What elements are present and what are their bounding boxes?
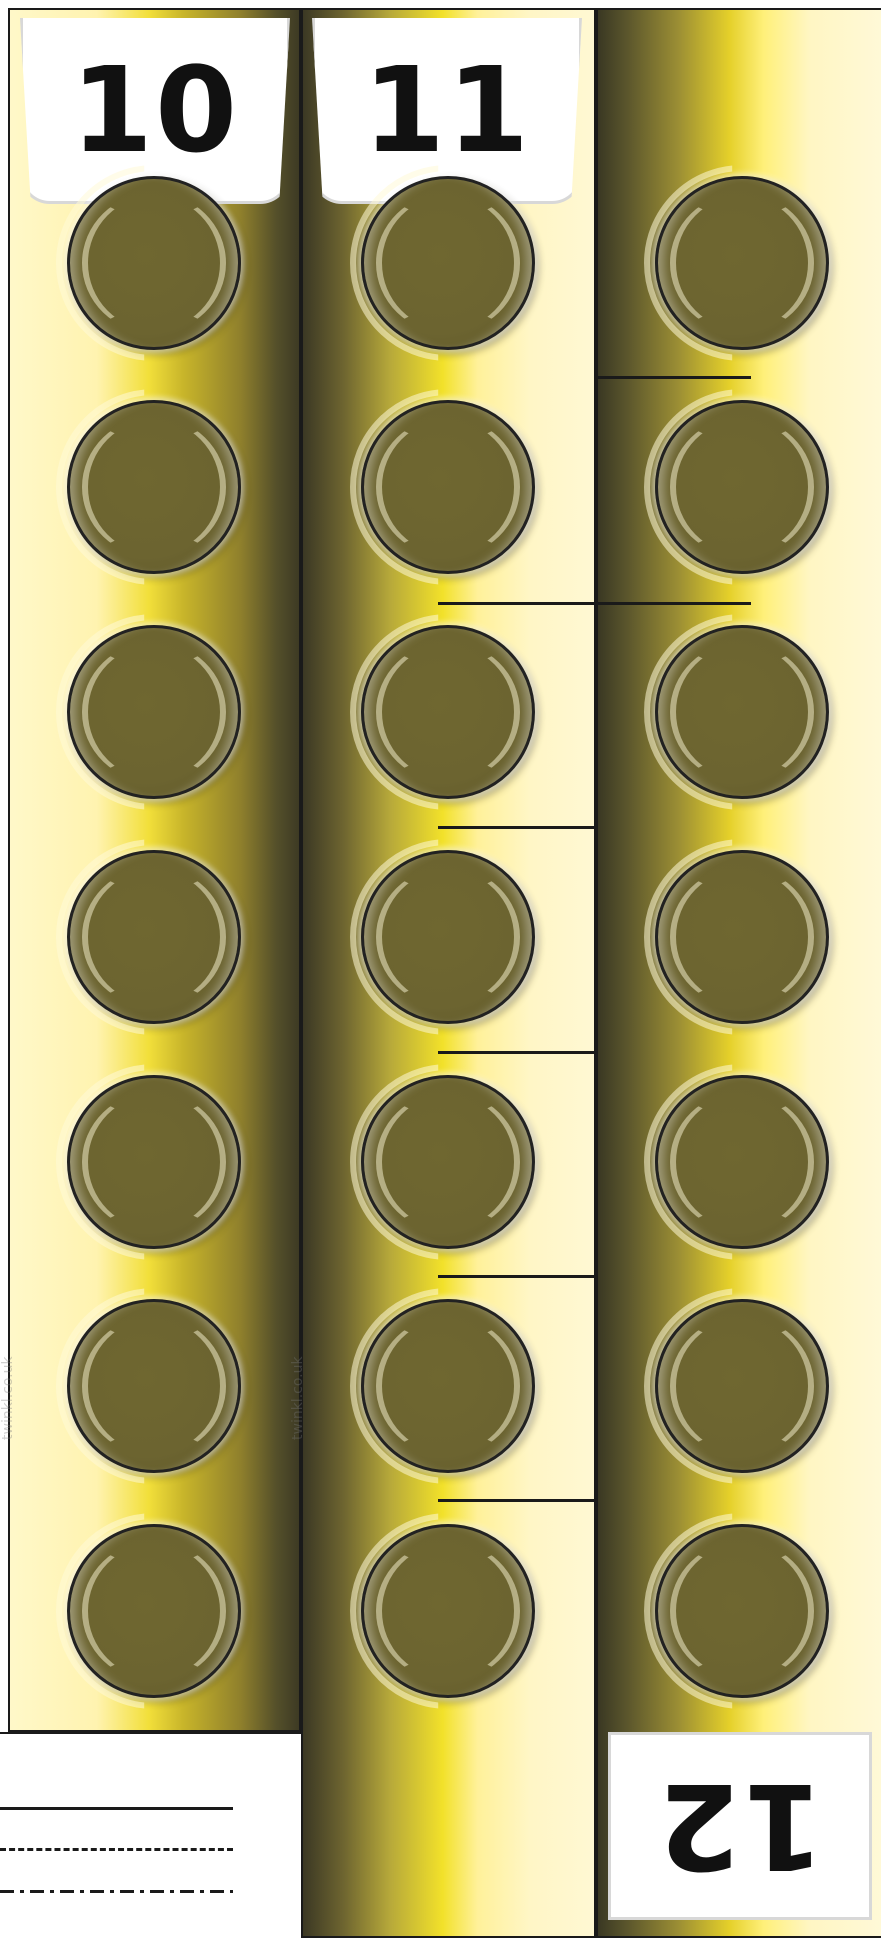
stud-col10-5 xyxy=(67,1075,241,1249)
stud-col12-3 xyxy=(655,625,829,799)
legend-solid-line xyxy=(0,1807,233,1810)
stud-col11-6 xyxy=(361,1299,535,1473)
cut-line-col11-5 xyxy=(438,1499,596,1502)
number-cap-12: 12 xyxy=(608,1732,872,1920)
cut-line-col11-4 xyxy=(438,1275,596,1278)
stud-col11-2 xyxy=(361,400,535,574)
stud-col11-3 xyxy=(361,625,535,799)
stud-col10-7 xyxy=(67,1524,241,1698)
number-label-10: 10 xyxy=(71,51,239,169)
stud-col11-4 xyxy=(361,850,535,1024)
cut-line-col11-12 xyxy=(438,602,751,605)
stud-col10-4 xyxy=(67,850,241,1024)
stud-col12-4 xyxy=(655,850,829,1024)
stud-col12-2 xyxy=(655,400,829,574)
line-style-legend xyxy=(0,1732,301,1928)
watermark-middle: twinkl.co.uk xyxy=(290,1356,306,1440)
legend-dashed-line xyxy=(0,1848,233,1851)
stud-col11-5 xyxy=(361,1075,535,1249)
stud-col11-7 xyxy=(361,1524,535,1698)
cut-line-col12-1 xyxy=(596,376,751,379)
legend-dashdot-line xyxy=(0,1890,233,1893)
stud-col12-6 xyxy=(655,1299,829,1473)
stud-col11-1 xyxy=(361,176,535,350)
stud-col10-2 xyxy=(67,400,241,574)
number-label-12: 12 xyxy=(656,1767,824,1885)
stud-col12-1 xyxy=(655,176,829,350)
stud-col10-6 xyxy=(67,1299,241,1473)
stud-col12-5 xyxy=(655,1075,829,1249)
stud-col10-3 xyxy=(67,625,241,799)
cut-line-col11-2 xyxy=(438,826,596,829)
watermark-left: twinkl.co.uk xyxy=(0,1356,16,1440)
number-label-11: 11 xyxy=(363,51,531,169)
stud-col10-1 xyxy=(67,176,241,350)
stud-col12-7 xyxy=(655,1524,829,1698)
cut-line-col11-3 xyxy=(438,1051,596,1054)
